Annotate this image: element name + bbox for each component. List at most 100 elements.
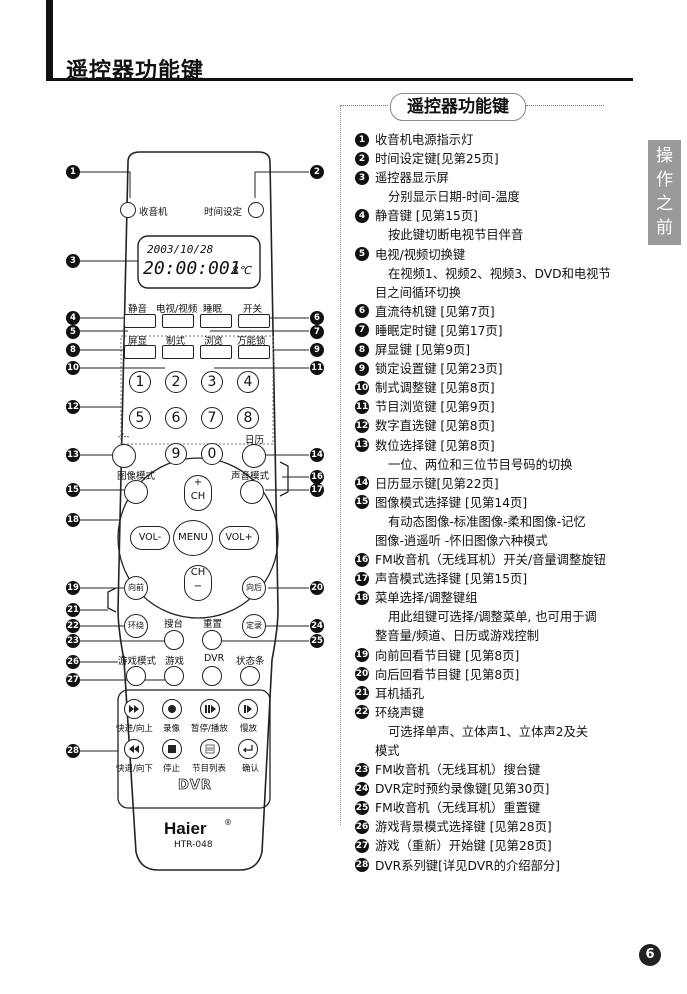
time-set-button[interactable] <box>248 202 264 218</box>
dvr-logo: DVR <box>178 778 212 794</box>
item-text: 静音键 [见第15页] <box>375 209 478 224</box>
item-text: 日历显示键[见第22页] <box>375 476 499 491</box>
sound-mode-button[interactable] <box>240 480 264 504</box>
browse-button[interactable] <box>200 345 232 359</box>
calendar-button[interactable] <box>242 444 266 468</box>
dvr-label: DVR <box>204 653 225 664</box>
rewind-button[interactable] <box>124 739 144 759</box>
browse-label: 浏览 <box>204 336 224 347</box>
callout-17: 17 <box>310 483 324 497</box>
item-number-badge: 5 <box>355 247 369 262</box>
item-text: 按此键切断电视节目伴音 <box>388 228 524 243</box>
search-button[interactable] <box>164 630 184 650</box>
remote-diagram: 1 2 3 4 5 8 10 6 7 9 11 12 13 14 15 16 1… <box>0 140 340 970</box>
digit-8-button[interactable]: 8 <box>237 407 259 429</box>
function-list-item: 用此组键可选择/调整菜单, 也可用于调 <box>355 608 655 627</box>
item-text: 用此组键可选择/调整菜单, 也可用于调 <box>388 610 597 625</box>
lcd-temperature: 8℃ <box>232 264 251 277</box>
tv-av-button[interactable] <box>162 314 194 328</box>
dvr-button[interactable] <box>202 666 222 686</box>
ch-up-button[interactable]: + CH <box>184 475 212 511</box>
item-text: 在视频1、视频2、视频3、DVD和电视节 <box>388 266 611 281</box>
vol-up-button[interactable]: VOL+ <box>219 526 259 550</box>
side-tab-char: 操 <box>656 146 673 166</box>
digits-select-label: -/-- <box>118 432 130 441</box>
item-number-badge: 8 <box>355 342 369 357</box>
section-dotted-line <box>526 105 604 106</box>
section-dotted-line <box>340 105 388 106</box>
status-bar-button[interactable] <box>240 666 260 686</box>
item-number-badge: 12 <box>355 418 369 433</box>
reset-button[interactable] <box>202 630 222 650</box>
display-label: 屏显 <box>128 336 148 347</box>
power-label: 开关 <box>243 304 263 315</box>
item-number-badge: 24 <box>355 781 369 796</box>
vol-down-button[interactable]: VOL- <box>130 526 170 550</box>
confirm-button[interactable] <box>238 739 258 759</box>
digit-5-button[interactable]: 5 <box>129 407 151 429</box>
prev-program-button[interactable]: 向前 <box>124 576 148 600</box>
picture-mode-button[interactable] <box>124 480 148 504</box>
side-chapter-tab: 操 作 之 前 <box>648 140 681 245</box>
game-button[interactable] <box>164 666 184 686</box>
item-number-badge: 18 <box>355 590 369 605</box>
item-text: 屏显键 [见第9页] <box>375 343 471 358</box>
digit-6-button[interactable]: 6 <box>165 407 187 429</box>
system-button[interactable] <box>162 345 194 359</box>
callout-20: 20 <box>310 581 324 595</box>
item-number-badge: 16 <box>355 552 369 567</box>
side-tab-char: 之 <box>656 194 673 214</box>
mute-button[interactable] <box>124 314 156 328</box>
record-icon <box>168 705 176 713</box>
ch-down-button[interactable]: CH − <box>184 565 212 601</box>
program-list-button[interactable] <box>200 739 220 759</box>
enter-icon <box>243 745 253 753</box>
mute-label: 静音 <box>128 304 148 315</box>
digit-7-button[interactable]: 7 <box>201 407 223 429</box>
timer-record-button[interactable]: 定录 <box>242 614 266 638</box>
callout-28: 28 <box>66 744 80 758</box>
record-button[interactable] <box>162 699 182 719</box>
function-list-item: 目之间循环切换 <box>355 284 655 303</box>
function-list-item: 整音量/频道、日历或游戏控制 <box>355 627 655 646</box>
dvr-panel <box>117 689 271 809</box>
stop-button[interactable] <box>162 739 182 759</box>
callout-10: 10 <box>66 361 80 375</box>
digit-2-button[interactable]: 2 <box>165 371 187 393</box>
slow-button[interactable] <box>238 699 258 719</box>
model-label: HTR-048 <box>174 840 213 850</box>
item-text: 分别显示日期-时间-温度 <box>388 190 520 205</box>
digit-1-button[interactable]: 1 <box>129 371 151 393</box>
menu-button[interactable]: MENU <box>173 520 213 556</box>
surround-button[interactable]: 环绕 <box>124 614 148 638</box>
digit-9-button[interactable]: 9 <box>165 443 187 465</box>
display-button[interactable] <box>124 345 156 359</box>
lock-button[interactable] <box>238 345 270 359</box>
pause-play-button[interactable] <box>200 699 220 719</box>
digit-4-button[interactable]: 4 <box>237 371 259 393</box>
sleep-button[interactable] <box>200 314 232 328</box>
item-number-badge: 23 <box>355 762 369 777</box>
status-label: 状态条 <box>236 656 265 667</box>
item-text: 图像-逍遥听 -怀旧图像六种模式 <box>375 533 548 548</box>
rewind-label: 快退/向下 <box>116 764 153 774</box>
digit-3-button[interactable]: 3 <box>201 371 223 393</box>
power-button[interactable] <box>238 314 270 328</box>
slow-label: 慢放 <box>240 724 258 734</box>
next-program-button[interactable]: 向后 <box>242 576 266 600</box>
digit-0-button[interactable]: 0 <box>201 443 223 465</box>
item-text: 声音模式选择键 [见第15页] <box>375 572 528 587</box>
item-text: FM收音机（无线耳机）搜台键 <box>375 763 541 778</box>
page-number: 6 <box>639 944 661 966</box>
digits-select-button[interactable] <box>112 444 136 468</box>
game-mode-button[interactable] <box>126 666 146 686</box>
nav-ring <box>117 457 279 619</box>
fast-forward-button[interactable] <box>124 699 144 719</box>
item-text: FM收音机（无线耳机）开关/音量调整旋钮 <box>375 553 606 568</box>
item-text: 节目浏览键 [见第9页] <box>375 400 495 415</box>
